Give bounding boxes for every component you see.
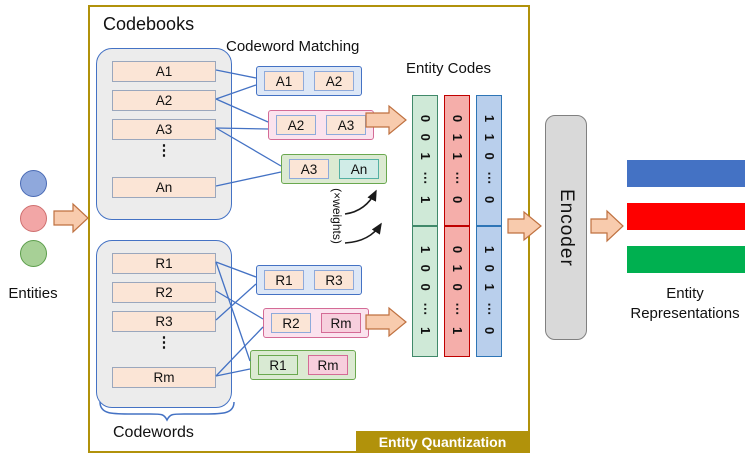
code-values: 0 1 1 ⋯ 0 <box>450 114 465 207</box>
pair-box: Rm <box>321 313 361 333</box>
encoder-label: Encoder <box>556 188 577 267</box>
pair-box: A3 <box>326 115 366 135</box>
codeword-r2: R2 <box>112 282 216 303</box>
flow-arrow-encoder-to-representations <box>590 209 624 243</box>
codebooks-title: Codebooks <box>103 14 195 34</box>
codeword-a2: A2 <box>112 90 216 111</box>
pair-box: A2 <box>276 115 316 135</box>
pair-r1-rm: R1 Rm <box>250 350 356 380</box>
entity-representations-line2: Representations <box>630 305 740 322</box>
flow-arrow-entities-to-codebooks <box>53 202 89 234</box>
code-values: 1 1 0 ⋯ 0 <box>482 114 497 207</box>
pair-a3-an: A3 An <box>281 154 387 184</box>
code-cell-green-top: 0 0 1 ⋯ 1 <box>412 95 438 226</box>
code-values: 1 0 0 ⋯ 1 <box>418 245 433 338</box>
code-cell-green-bottom: 1 0 0 ⋯ 1 <box>412 226 438 357</box>
entity-circle-green <box>20 240 47 267</box>
codeword-r3: R3 <box>112 311 216 332</box>
code-cell-red-top: 0 1 1 ⋯ 0 <box>444 95 470 226</box>
pair-box: R3 <box>314 270 354 290</box>
entity-representations-label: Entity Representations <box>616 284 754 324</box>
codeword-a1: A1 <box>112 61 216 82</box>
codeword-a3: A3 <box>112 119 216 140</box>
pair-r1-r3: R1 R3 <box>256 265 362 295</box>
pair-box: A2 <box>314 71 354 91</box>
entity-quantization-badge: Entity Quantization <box>356 431 529 453</box>
pair-r2-rm: R2 Rm <box>263 308 369 338</box>
representation-bar-blue <box>627 160 745 187</box>
pair-a2-a3: A2 A3 <box>268 110 374 140</box>
entity-circle-blue <box>20 170 47 197</box>
code-values: 0 0 1 ⋯ 1 <box>418 114 433 207</box>
code-cell-blue-top: 1 1 0 ⋯ 0 <box>476 95 502 226</box>
code-values: 1 0 1 ⋯ 0 <box>482 245 497 338</box>
codeword-rm: Rm <box>112 367 216 388</box>
entity-codes-title: Entity Codes <box>406 60 492 77</box>
pair-box: A3 <box>289 159 329 179</box>
code-values: 0 1 0 ⋯ 1 <box>450 245 465 338</box>
pair-box: A1 <box>264 71 304 91</box>
representation-bar-red <box>627 203 745 230</box>
entities-label: Entities <box>8 285 58 302</box>
entity-representations-line1: Entity <box>666 285 704 302</box>
pair-box: R2 <box>271 313 311 333</box>
codewords-label: Codewords <box>113 424 194 441</box>
pair-box: R1 <box>258 355 298 375</box>
code-cell-red-bottom: 0 1 0 ⋯ 1 <box>444 226 470 357</box>
weights-label: (×weights) <box>330 188 344 244</box>
codebook-r-ellipsis: ⋮ <box>156 334 172 351</box>
encoder-block: Encoder <box>545 115 587 340</box>
codebook-a-ellipsis: ⋮ <box>156 142 172 159</box>
code-cell-blue-bottom: 1 0 1 ⋯ 0 <box>476 226 502 357</box>
codeword-r1: R1 <box>112 253 216 274</box>
codebook-r: R1 R2 R3 ⋮ Rm <box>96 240 232 408</box>
entity-circle-red <box>20 205 47 232</box>
codeword-an: An <box>112 177 216 198</box>
representation-bar-green <box>627 246 745 273</box>
codeword-matching-title: Codeword Matching <box>226 38 360 55</box>
pair-box: An <box>339 159 379 179</box>
codebook-a: A1 A2 A3 ⋮ An <box>96 48 232 220</box>
pair-a1-a2: A1 A2 <box>256 66 362 96</box>
pair-box: Rm <box>308 355 348 375</box>
pair-box: R1 <box>264 270 304 290</box>
